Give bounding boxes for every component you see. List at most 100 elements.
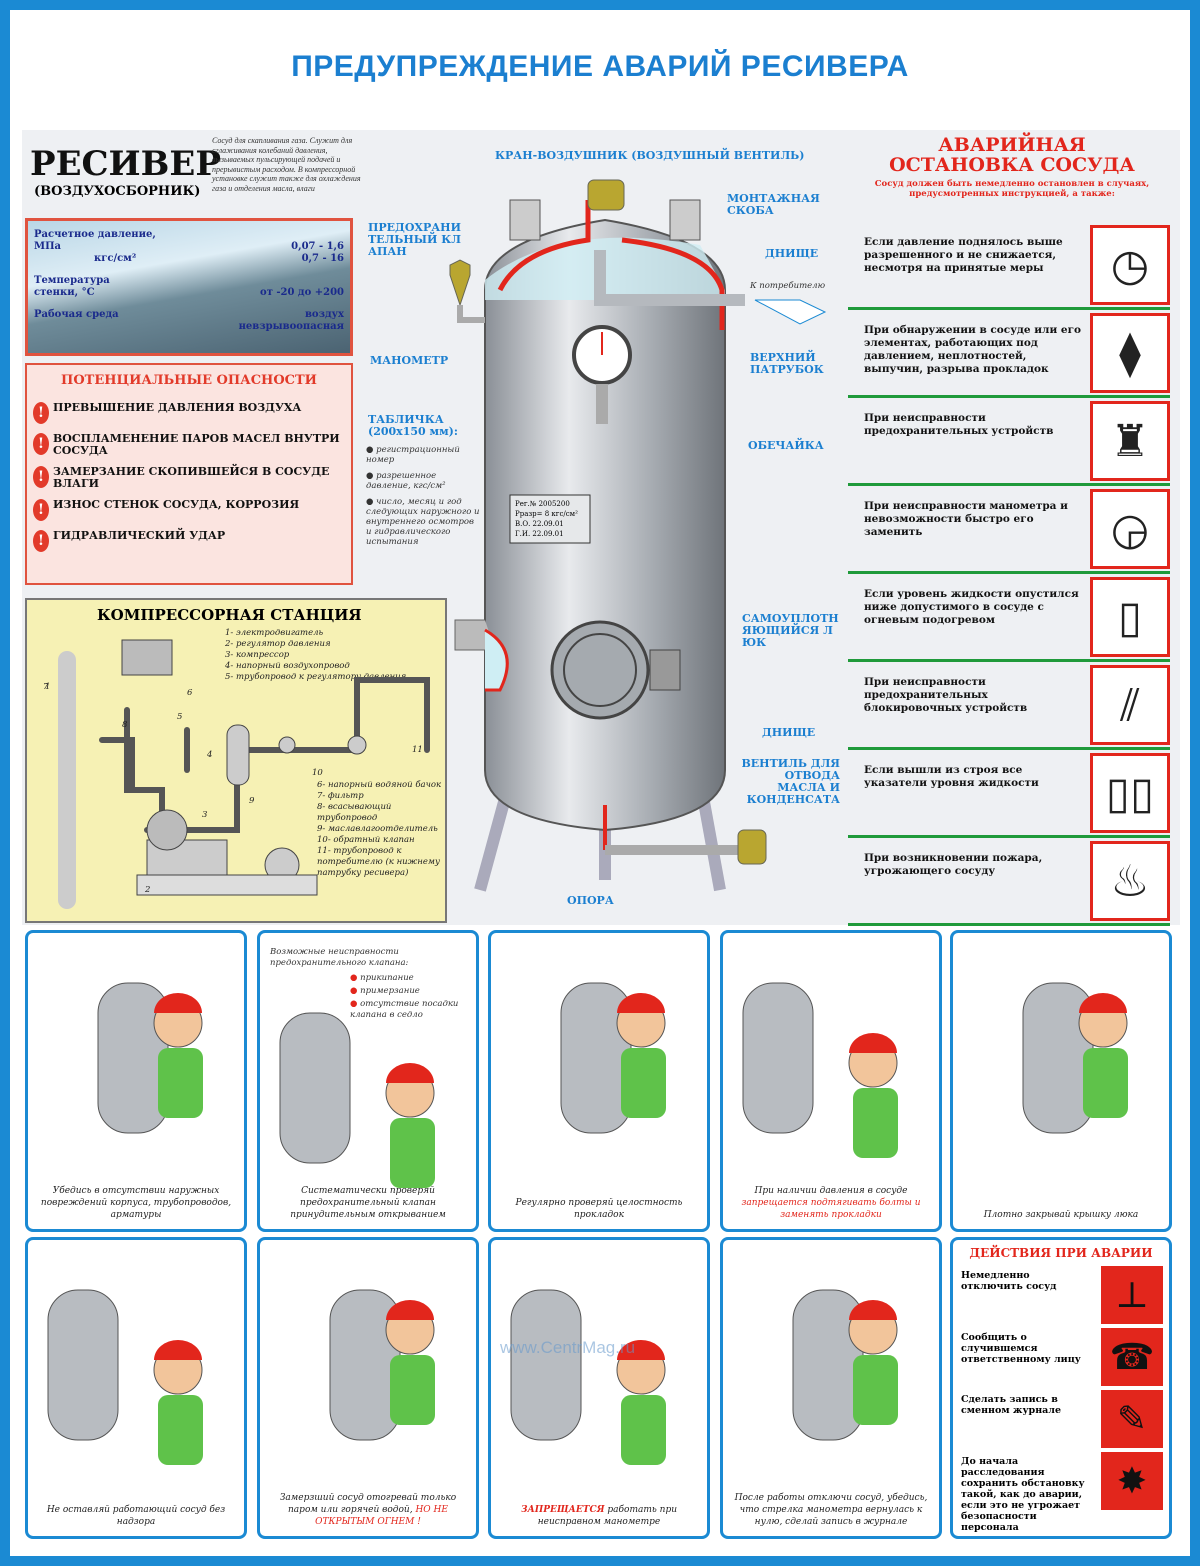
instruction-panel: Регулярно проверяй целостность прокладок bbox=[488, 930, 710, 1232]
interlock-switch-icon: ⫽ bbox=[1090, 665, 1170, 745]
instruction-panel: Возможные неисправности предохранительно… bbox=[257, 930, 479, 1232]
receiver-title: РЕСИВЕР bbox=[30, 144, 221, 184]
exclamation-icon: ! bbox=[33, 530, 49, 552]
instruction-panel: Плотно закрывай крышку люка bbox=[950, 930, 1172, 1232]
label-safety-valve: ПРЕДОХРАНИТЕЛЬНЫЙ КЛАПАН bbox=[368, 221, 461, 258]
emergency-item: При возникновении пожара, угрожающего со… bbox=[848, 838, 1170, 926]
safety-valve-icon bbox=[449, 259, 471, 307]
panel-illustration bbox=[560, 982, 666, 1134]
pen-icon: ✎ bbox=[1101, 1390, 1163, 1448]
callout-number: 11 bbox=[412, 745, 423, 755]
callout-number: 7 bbox=[43, 682, 49, 692]
level-gauge-icon: ▯ bbox=[1090, 577, 1170, 657]
label-upper-pipe: ВЕРХНИЙ ПАТРУБОК bbox=[750, 351, 824, 376]
panel-caption: Убедись в отсутствии наружных повреждени… bbox=[34, 1185, 238, 1221]
caption-red: ЗАПРЕЩАЕТСЯ bbox=[520, 1505, 605, 1515]
air-valve-icon bbox=[587, 179, 625, 211]
spec-pressure-label: Расчетное давление, МПа bbox=[34, 229, 156, 252]
emergency-item: При неисправности манометра и невозможно… bbox=[848, 486, 1170, 574]
caption-red: запрещается подтягивать болты и заменять… bbox=[741, 1198, 921, 1220]
caption-text: После работы отключи сосуд, убедись, что… bbox=[734, 1493, 928, 1527]
label-top-head: ДНИЩЕ bbox=[765, 247, 819, 260]
hazard-item: !ЗАМЕРЗАНИЕ СКОПИВШЕЙСЯ В СОСУДЕ ВЛАГИ bbox=[33, 466, 345, 490]
red-bullet-icon: ● bbox=[350, 973, 361, 983]
oil-separator-icon bbox=[226, 724, 250, 786]
hazard-item: !ИЗНОС СТЕНОК СОСУДА, КОРРОЗИЯ bbox=[33, 499, 345, 521]
hazards-title: ПОТЕНЦИАЛЬНЫЕ ОПАСНОСТИ bbox=[61, 373, 317, 388]
emergency-title-2: ОСТАНОВКА СОСУДА bbox=[889, 154, 1135, 176]
compressor-icon bbox=[146, 809, 188, 851]
panel-caption: При наличии давления в сосуде запрещаетс… bbox=[729, 1185, 933, 1221]
panel-caption: Не оставляй работающий сосуд без надзора bbox=[34, 1504, 238, 1528]
emergency-item-text: При обнаружении в сосуде или его элемент… bbox=[864, 324, 1082, 375]
panel-illustration bbox=[329, 1289, 435, 1441]
caption-text: При наличии давления в сосуде bbox=[754, 1186, 908, 1196]
panel-illustration bbox=[47, 1289, 203, 1465]
hazard-text: ПРЕВЫШЕНИЕ ДАВЛЕНИЯ ВОЗДУХА bbox=[53, 401, 302, 414]
emergency-subtitle: Сосуд должен быть немедленно остановлен … bbox=[874, 179, 1150, 199]
fault-text: примерзание bbox=[360, 986, 420, 996]
caption-text: работать при неисправном манометре bbox=[537, 1505, 678, 1527]
panel-caption: ЗАПРЕЩАЕТСЯ работать при неисправном ман… bbox=[497, 1504, 701, 1528]
label-shell: ОБЕЧАЙКА bbox=[748, 439, 824, 452]
legend-item: 1- электродвигатель bbox=[225, 628, 324, 638]
panel-illustration bbox=[742, 982, 898, 1158]
hazards-box: ПОТЕНЦИАЛЬНЫЕ ОПАСНОСТИ ! ПРЕВЫШЕНИЕ ДАВЛ… bbox=[25, 363, 353, 585]
caption-red: НО НЕ ОТКРЫТЫМ ОГНЕМ ! bbox=[315, 1505, 448, 1527]
hazard-text: ВОСПЛАМЕНЕНИЕ ПАРОВ МАСЕЛ ВНУТРИ СОСУДА bbox=[53, 432, 340, 457]
plate-item-text: регистрационный номер bbox=[366, 445, 460, 465]
legend-item: 11- трубопровод к потребителю (к нижнему… bbox=[317, 846, 440, 878]
action-text: До начала расследования сохранить обстан… bbox=[961, 1456, 1085, 1533]
emergency-item: Если вышли из строя все указатели уровня… bbox=[848, 750, 1170, 838]
emergency-item: При обнаружении в сосуде или его элемент… bbox=[848, 310, 1170, 398]
spec-temp-value: от -20 до +200 bbox=[260, 287, 344, 298]
exclamation-icon: ! bbox=[33, 466, 49, 488]
label-manhole: САМОУПЛОТНЯЮЩИЙСЯ ЛЮК bbox=[742, 612, 839, 649]
panel-illustration bbox=[97, 982, 203, 1134]
label-air-valve: КРАН-ВОЗДУШНИК (ВОЗДУШНЫЙ ВЕНТИЛЬ) bbox=[495, 149, 805, 162]
explosion-icon: ✸ bbox=[1101, 1452, 1163, 1510]
spec-pressure-mpa: 0,07 - 1,6 bbox=[291, 241, 344, 252]
label-manometer: МАНОМЕТР bbox=[370, 354, 449, 367]
panel-caption: Замерзший сосуд отогревай только паром и… bbox=[266, 1492, 470, 1528]
actions-panel: ДЕЙСТВИЯ ПРИ АВАРИИ Немедленно отключить… bbox=[950, 1237, 1172, 1539]
callout-number: 6 bbox=[187, 688, 193, 698]
panel-caption: После работы отключи сосуд, убедись, что… bbox=[729, 1492, 933, 1528]
emergency-item-text: При неисправности манометра и невозможно… bbox=[864, 500, 1068, 538]
fault-text: отсутствие посадки клапана в седло bbox=[350, 999, 459, 1020]
label-to-consumer: К потребителю bbox=[750, 281, 826, 291]
label-support: ОПОРА bbox=[567, 894, 614, 907]
legend-item: 5- трубопровод к регулятору давления bbox=[225, 672, 407, 682]
red-bullet-icon: ● bbox=[350, 986, 361, 996]
drain-valve-icon bbox=[737, 829, 767, 865]
receiver-subtitle: (ВОЗДУХОСБОРНИК) bbox=[34, 184, 201, 199]
emergency-stop-header: АВАРИЙНАЯ ОСТАНОВКА СОСУДА Сосуд должен … bbox=[862, 135, 1162, 199]
emergency-item: Если давление поднялось выше разрешенног… bbox=[848, 222, 1170, 310]
leaking-flange-icon: ⧫ bbox=[1090, 313, 1170, 393]
callout-number: 10 bbox=[312, 768, 323, 778]
valve-icon: ⊥ bbox=[1101, 1266, 1163, 1324]
action-text: Сделать запись в сменном журнале bbox=[961, 1394, 1062, 1416]
legend-item: 8- всасывающий трубопровод bbox=[317, 802, 392, 823]
instruction-panel: Не оставляй работающий сосуд без надзора bbox=[25, 1237, 247, 1539]
pressure-gauge-icon: ◷ bbox=[1090, 225, 1170, 305]
compressor-station: КОМПРЕССОРНАЯ СТАНЦИЯ 1- электродвигател… bbox=[25, 598, 447, 923]
spec-pressure-unit: кгс/см² bbox=[94, 253, 137, 264]
caption-text: Убедись в отсутствии наружных повреждени… bbox=[40, 1186, 232, 1220]
legend-item: 9- маславлагоотделитель bbox=[317, 824, 438, 834]
panel-illustration bbox=[1022, 982, 1128, 1134]
spec-medium-label: Рабочая среда bbox=[34, 309, 119, 320]
plate-line: Рразр= 8 кгс/см² bbox=[515, 510, 578, 518]
callout-number: 3 bbox=[202, 810, 208, 820]
legend-item: 3- компрессор bbox=[225, 650, 290, 660]
caption-text: Плотно закрывай крышку люка bbox=[983, 1210, 1139, 1220]
plate-item-text: число, месяц и год следующих наружного и… bbox=[366, 497, 480, 547]
caption-text: Систематически проверяй предохранительны… bbox=[290, 1186, 446, 1220]
instruction-panel: ЗАПРЕЩАЕТСЯ работать при неисправном ман… bbox=[488, 1237, 710, 1539]
legend-item: 7- фильтр bbox=[317, 791, 364, 801]
hazard-item: !ГИДРАВЛИЧЕСКИЙ УДАР bbox=[33, 530, 345, 552]
emergency-item-text: При неисправности предохранительных блок… bbox=[864, 676, 1028, 714]
legend-item: 10- обратный клапан bbox=[317, 835, 415, 845]
hazard-text: ИЗНОС СТЕНОК СОСУДА, КОРРОЗИЯ bbox=[53, 498, 300, 511]
